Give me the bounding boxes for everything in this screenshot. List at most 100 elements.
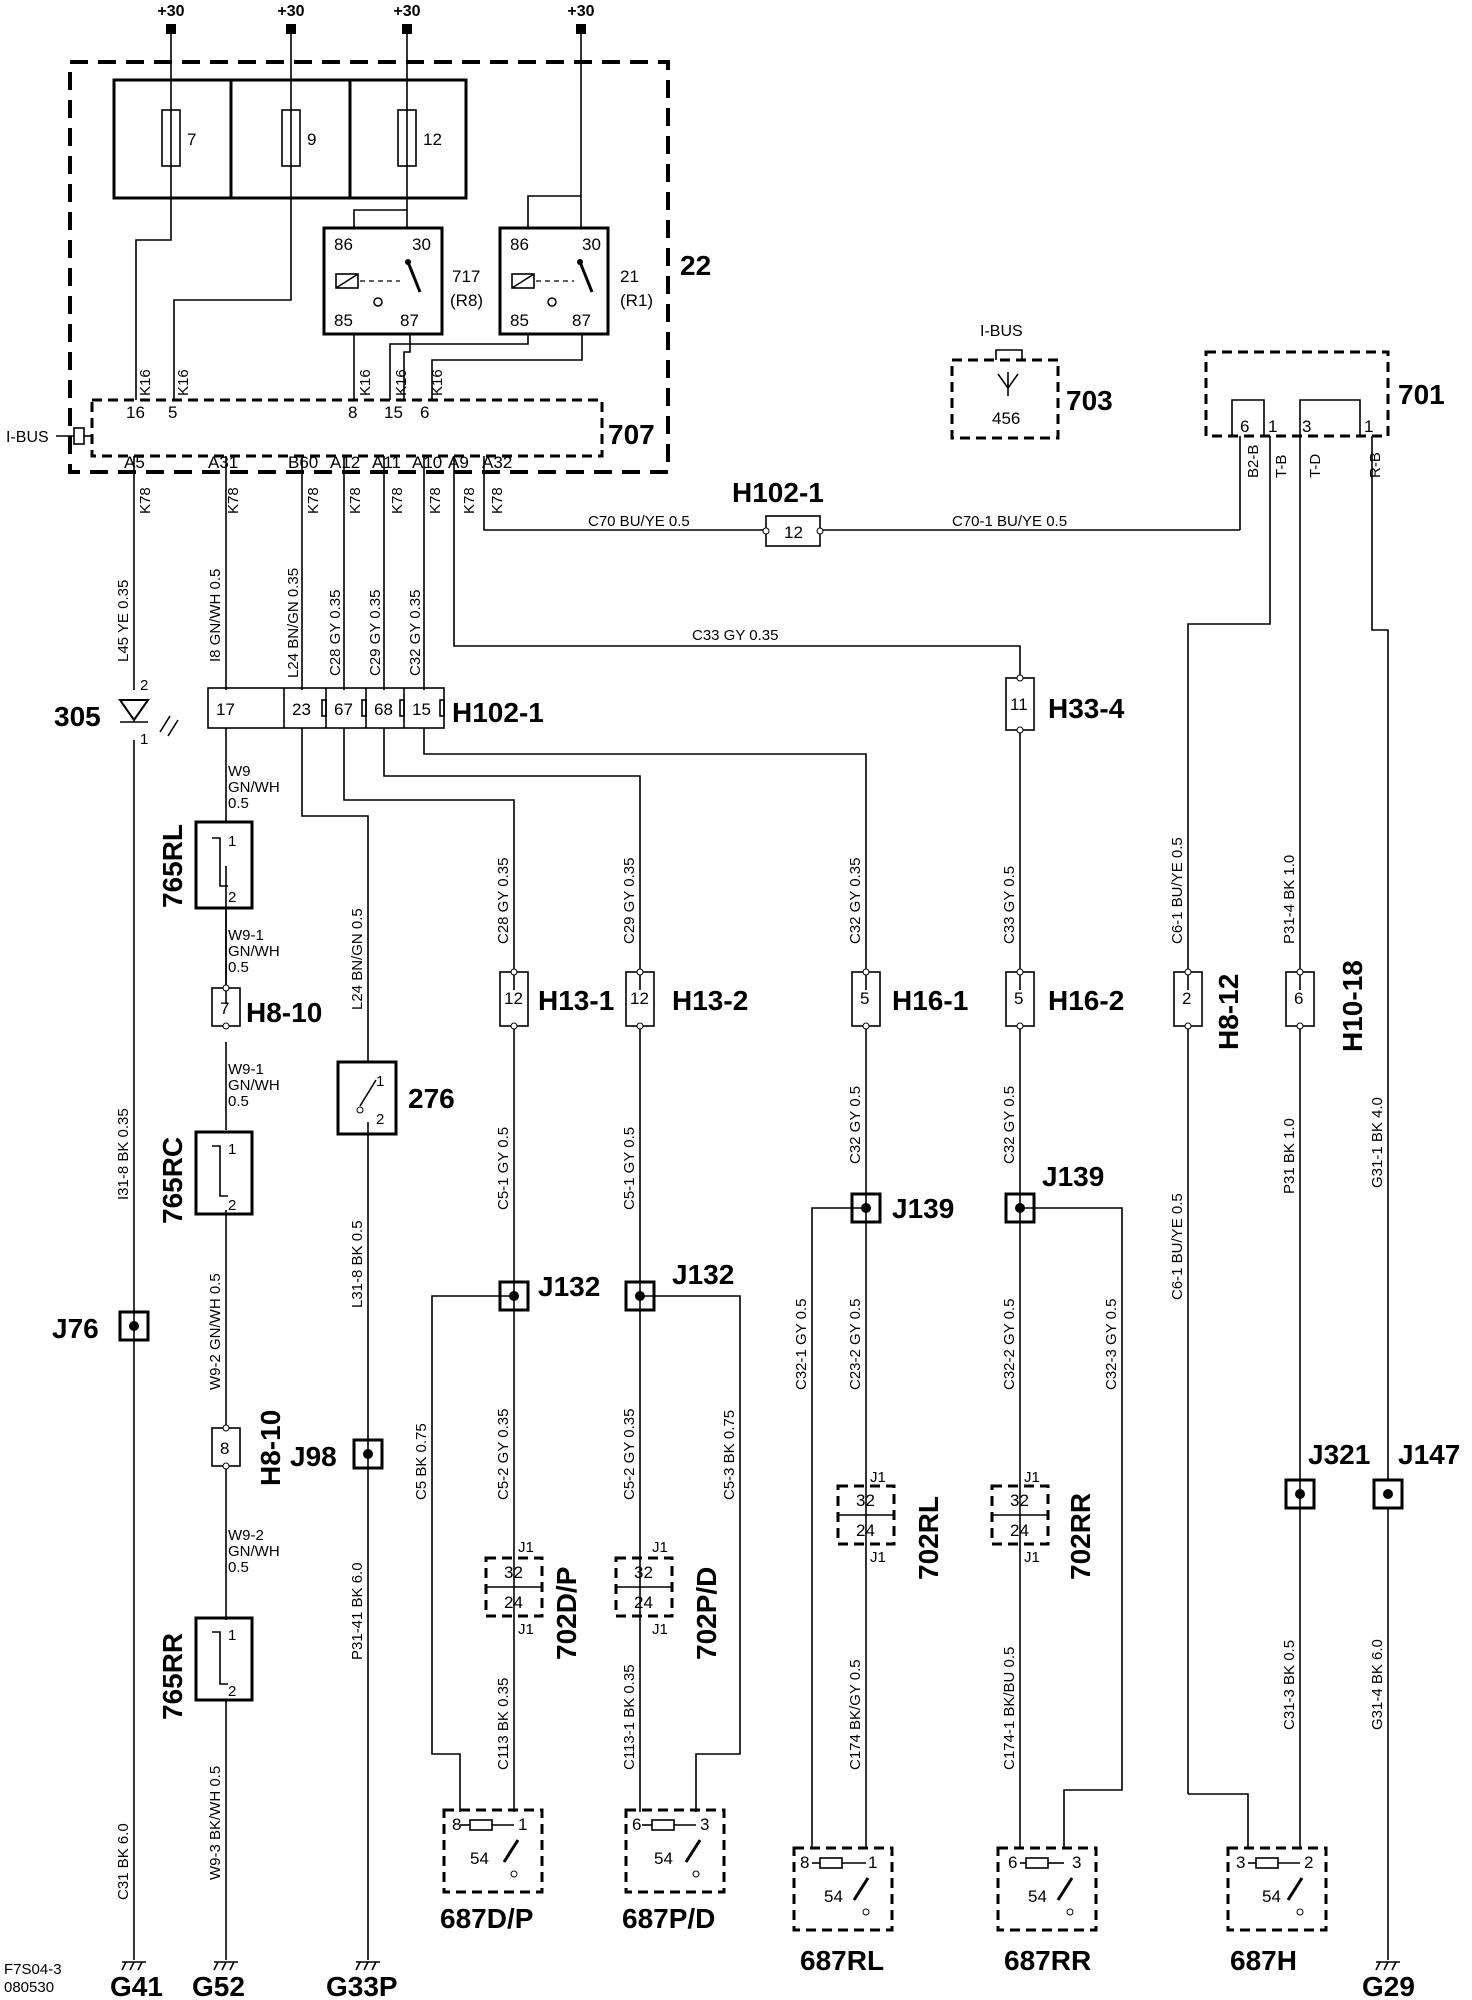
module-22-internal-wiring xyxy=(135,34,583,400)
splice-j321: J321 xyxy=(1284,1439,1370,1510)
svg-text:J1: J1 xyxy=(518,1621,534,1638)
supply-terminals: +30 +30 +30 +30 xyxy=(157,3,595,34)
svg-text:A12: A12 xyxy=(330,453,360,472)
connector-h33-4: 11 H33-4 xyxy=(1005,674,1125,734)
svg-text:30: 30 xyxy=(582,235,601,254)
svg-text:J1: J1 xyxy=(1024,1469,1040,1486)
svg-text:24: 24 xyxy=(1010,1521,1029,1540)
svg-text:5: 5 xyxy=(1014,989,1023,1008)
svg-text:GN/WH: GN/WH xyxy=(228,943,280,960)
ground-g52-label: G52 xyxy=(192,1971,245,2000)
h102-1-top: 12 H102-1 C70 BU/YE 0.5 C70-1 BU/YE 0.5 xyxy=(588,477,1067,547)
svg-text:K78: K78 xyxy=(389,487,406,514)
h102-1-row-label: H102-1 xyxy=(452,697,544,728)
svg-text:K78: K78 xyxy=(305,487,322,514)
svg-text:K78: K78 xyxy=(427,487,444,514)
svg-text:15: 15 xyxy=(384,403,403,422)
splice-j139-a: J139 xyxy=(850,1192,954,1224)
svg-text:W9: W9 xyxy=(228,763,251,780)
fuse-12-label: 12 xyxy=(423,130,442,149)
svg-text:32: 32 xyxy=(856,1491,875,1510)
svg-text:K16: K16 xyxy=(393,369,410,396)
svg-text:3: 3 xyxy=(700,1815,709,1834)
svg-text:8: 8 xyxy=(220,1439,229,1458)
svg-text:K78: K78 xyxy=(225,487,242,514)
svg-text:P31-4 BK 1.0: P31-4 BK 1.0 xyxy=(1281,855,1298,944)
svg-text:C174-1 BK/BU 0.5: C174-1 BK/BU 0.5 xyxy=(1001,1647,1018,1770)
svg-text:I31-8 BK 0.35: I31-8 BK 0.35 xyxy=(115,1108,132,1200)
splice-j147: J147 xyxy=(1372,1439,1460,1510)
splice-j139-a-label: J139 xyxy=(892,1193,954,1224)
svg-text:C5-2 GY 0.35: C5-2 GY 0.35 xyxy=(621,1409,638,1500)
svg-text:C5-2 GY 0.35: C5-2 GY 0.35 xyxy=(495,1409,512,1500)
svg-text:15: 15 xyxy=(412,700,431,719)
main-wiring xyxy=(133,436,1389,1960)
h8-10-a-label: H8-10 xyxy=(246,997,322,1028)
svg-text:C5-1 GY 0.5: C5-1 GY 0.5 xyxy=(495,1127,512,1210)
svg-text:C29 GY 0.35: C29 GY 0.35 xyxy=(621,858,638,944)
svg-text:1: 1 xyxy=(376,1073,384,1090)
svg-text:8: 8 xyxy=(800,1853,809,1872)
ibus-connector: I-BUS xyxy=(6,427,92,446)
switch-276-label: 276 xyxy=(408,1083,455,1114)
relay-21-name: 21 xyxy=(620,267,639,286)
svg-text:L24 BN/GN 0.5: L24 BN/GN 0.5 xyxy=(349,908,366,1010)
svg-text:C29 GY 0.35: C29 GY 0.35 xyxy=(367,590,384,676)
supply-label-2: +30 xyxy=(277,3,304,20)
splice-j76-label: J76 xyxy=(52,1313,99,1344)
sensor-765rl-label: 765RL xyxy=(157,824,188,908)
svg-text:C33 GY 0.5: C33 GY 0.5 xyxy=(1001,866,1018,944)
module-703: I-BUS 456 703 xyxy=(950,323,1113,440)
svg-text:23: 23 xyxy=(292,700,311,719)
connector-h8-12: 2 H8-12 xyxy=(1173,968,1244,1050)
svg-text:K78: K78 xyxy=(347,487,364,514)
connector-h13-1-label: H13-1 xyxy=(538,985,614,1016)
svg-text:A9: A9 xyxy=(448,453,469,472)
k78-labels: K78 K78 K78 K78 K78 K78 K78 K78 xyxy=(137,487,506,514)
svg-text:G31-4 BK 6.0: G31-4 BK 6.0 xyxy=(1369,1639,1386,1730)
svg-text:C70 BU/YE 0.5: C70 BU/YE 0.5 xyxy=(588,513,690,530)
switch-687rl: 8 1 54 687RL xyxy=(792,1846,894,1976)
svg-text:3: 3 xyxy=(1302,417,1311,436)
footer-code: F7S04-3 xyxy=(4,1961,62,1978)
splice-j76: J76 xyxy=(52,1310,150,1344)
sensor-765rl: 1 2 765RL xyxy=(157,820,254,910)
svg-text:456: 456 xyxy=(992,409,1020,428)
module-702rr: 32 24 J1 J1 702RR xyxy=(990,1469,1096,1580)
svg-text:0.5: 0.5 xyxy=(228,1559,249,1576)
switch-687rr: 6 3 54 687RR xyxy=(996,1846,1098,1976)
svg-text:85: 85 xyxy=(334,311,353,330)
svg-text:I-BUS: I-BUS xyxy=(6,429,49,446)
svg-text:2: 2 xyxy=(1182,989,1191,1008)
splice-j132-a-label: J132 xyxy=(538,1271,600,1302)
module-702rr-label: 702RR xyxy=(1065,1493,1096,1580)
svg-text:11: 11 xyxy=(1010,695,1028,714)
svg-text:0.5: 0.5 xyxy=(228,795,249,812)
w9-1a-labels: W9-1 GN/WH 0.5 xyxy=(228,927,280,976)
module-703-label: 703 xyxy=(1066,385,1113,416)
splice-j139-b: J139 xyxy=(1004,1161,1104,1224)
switch-687pd-label: 687P/D xyxy=(622,1903,715,1934)
svg-text:32: 32 xyxy=(504,1563,523,1582)
connector-h16-2: 5 H16-2 xyxy=(1005,968,1124,1030)
switch-687dp-label: 687D/P xyxy=(440,1903,533,1934)
svg-text:C32 GY 0.5: C32 GY 0.5 xyxy=(1001,1086,1018,1164)
module-22-outline xyxy=(68,60,670,474)
top-wire-labels: L45 YE 0.35 I8 GN/WH 0.5 L24 BN/GN 0.35 … xyxy=(115,568,424,678)
w9-labels: W9 GN/WH 0.5 xyxy=(228,763,280,812)
svg-text:C32 GY 0.35: C32 GY 0.35 xyxy=(847,858,864,944)
switch-687dp: 8 1 54 687D/P xyxy=(440,1808,544,1934)
connector-h8-12-label: H8-12 xyxy=(1213,974,1244,1050)
svg-text:8: 8 xyxy=(348,403,357,422)
svg-text:C113-1 BK 0.35: C113-1 BK 0.35 xyxy=(621,1664,638,1770)
svg-text:J1: J1 xyxy=(518,1539,534,1556)
fuse-7-label: 7 xyxy=(187,130,196,149)
svg-text:67: 67 xyxy=(334,700,353,719)
sensor-765rc: 1 2 765RC xyxy=(157,1130,254,1224)
h102-1-row: 17 23 67 68 15 H102-1 xyxy=(216,697,544,728)
svg-text:C5-1 GY 0.5: C5-1 GY 0.5 xyxy=(621,1127,638,1210)
svg-text:85: 85 xyxy=(510,311,529,330)
module-707-label: 707 xyxy=(608,419,655,450)
svg-text:C32-1 GY 0.5: C32-1 GY 0.5 xyxy=(793,1299,810,1390)
svg-text:J1: J1 xyxy=(652,1539,668,1556)
